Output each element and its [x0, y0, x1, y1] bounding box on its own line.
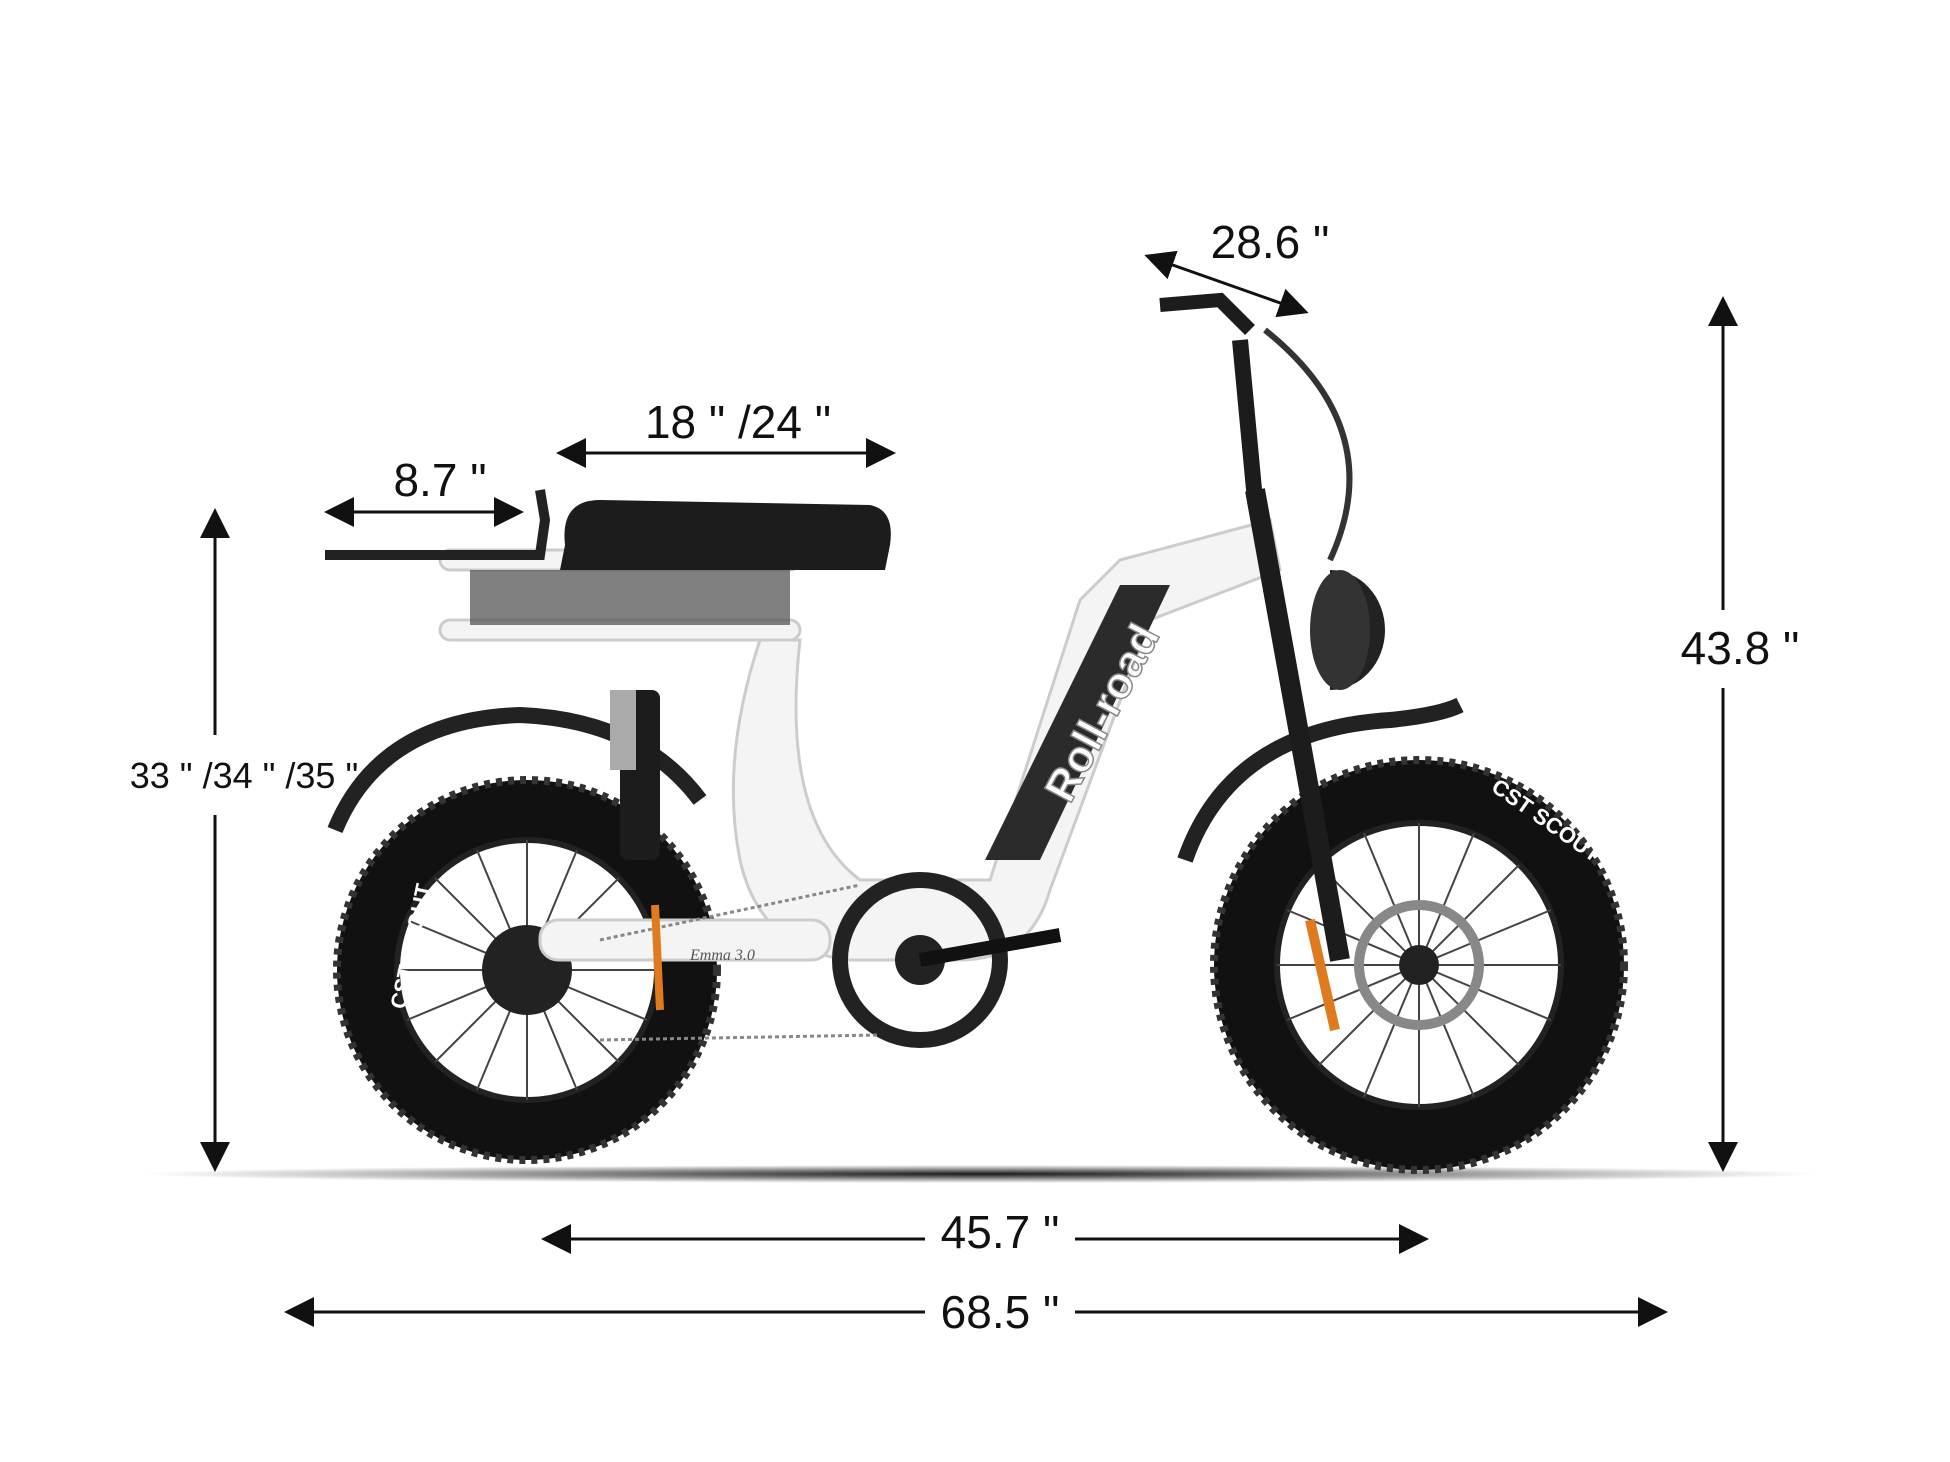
handlebar-width-label: 28.6 " [1211, 216, 1330, 268]
handlebar-width-arrow [1144, 250, 1309, 318]
ground-shadow [140, 1165, 1820, 1183]
overall-height-label: 43.8 " [1681, 622, 1800, 674]
overall-length-label: 68.5 " [941, 1286, 1060, 1338]
wheelbase-label: 45.7 " [941, 1206, 1060, 1258]
rack-length-label: 8.7 " [393, 454, 486, 506]
front-wheel: CST SCOUT [1210, 756, 1628, 1174]
e-bike-illustration: CST SCOUT CST SCOUT [325, 292, 1628, 1174]
seat-length-label: 18 " /24 " [645, 396, 831, 448]
seat-height-label: 33 " /34 " /35 " [130, 755, 358, 796]
model-label: Emma 3.0 [689, 947, 755, 964]
